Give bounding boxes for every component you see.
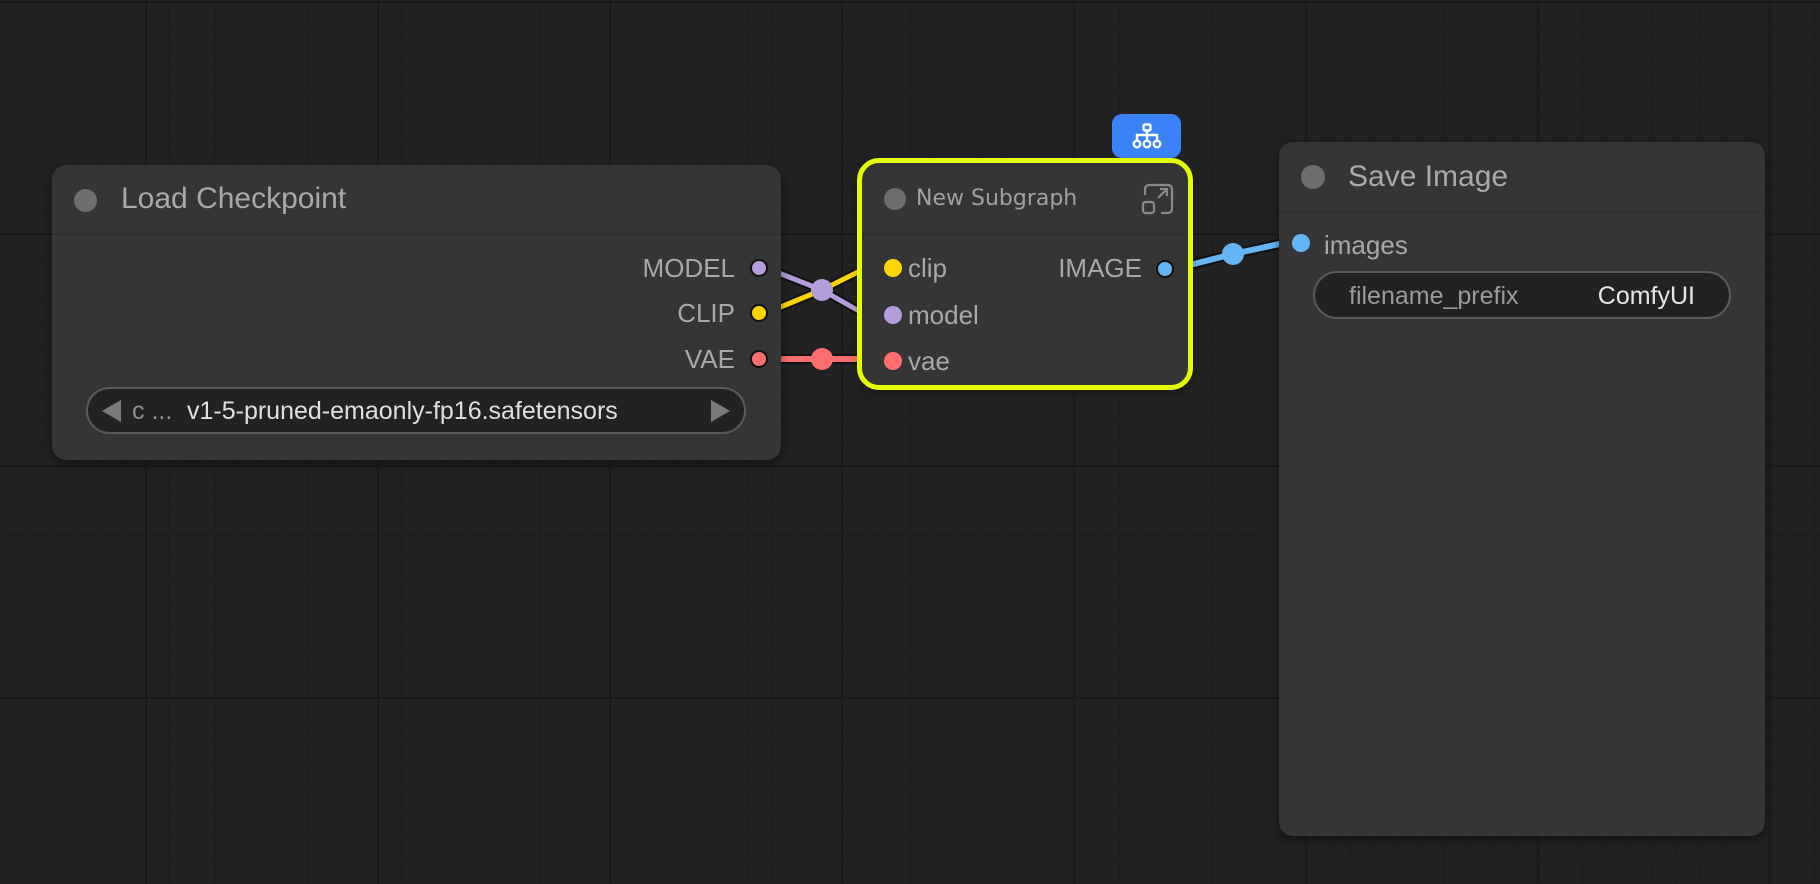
input-slot-vae[interactable] [884,352,902,370]
input-slot-model[interactable] [884,306,902,324]
widget-label: filename_prefix [1349,282,1519,310]
combo-value: v1-5-pruned-emaonly-fp16.safetensors [187,397,618,425]
input-label-vae: vae [908,346,950,376]
link-clip[interactable] [761,263,871,318]
input-label-images: images [1324,230,1408,260]
collapse-dot-icon[interactable] [1301,165,1325,189]
node-header[interactable]: Save Image [1279,142,1765,212]
widget-value: ComfyUI [1597,282,1695,310]
node-load-checkpoint[interactable]: Load Checkpoint MODEL CLIP VAE c ... v1-… [52,165,781,460]
node-new-subgraph[interactable]: New Subgraph clip model vae IMAGE [860,161,1190,387]
combo-label: c ... [132,397,173,425]
node-save-image[interactable]: Save Image images filename_prefix ComfyU… [1279,142,1765,836]
link-midpoint-vae[interactable] [811,348,833,370]
combo-prev-arrow-icon[interactable] [102,400,121,422]
combo-next-arrow-icon[interactable] [711,400,730,422]
node-title: Save Image [1348,160,1509,193]
output-slot-vae[interactable] [750,350,768,368]
collapse-dot-icon[interactable] [74,189,97,212]
input-label-clip: clip [908,253,948,283]
input-label-model: model [908,300,979,330]
node-header[interactable]: Load Checkpoint [52,165,781,235]
subgraph-hierarchy-icon [1132,123,1162,149]
filename-prefix-input[interactable]: filename_prefix ComfyUI [1313,271,1731,319]
collapse-dot-icon[interactable] [884,188,906,210]
subgraph-badge[interactable] [1112,114,1181,158]
output-label-image: IMAGE [1058,253,1142,283]
link-image[interactable] [1188,238,1286,270]
output-slot-model[interactable] [750,259,768,277]
node-title: New Subgraph [916,186,1078,211]
output-label-clip: CLIP [677,298,735,328]
ckpt-name-combo[interactable]: c ... v1-5-pruned-emaonly-fp16.safetenso… [86,387,746,434]
link-midpoint-image[interactable] [1222,243,1244,265]
selection-outline [857,158,1193,390]
output-slot-clip[interactable] [750,304,768,322]
output-label-model: MODEL [642,253,735,283]
output-slot-image[interactable] [1156,260,1174,278]
input-slot-clip[interactable] [884,259,902,277]
link-model[interactable] [761,263,871,320]
output-label-vae: VAE [684,344,735,374]
open-subgraph-icon[interactable] [1141,183,1174,215]
node-header[interactable]: New Subgraph [860,161,1190,235]
input-slot-images[interactable] [1292,234,1310,252]
link-midpoint-model[interactable] [811,279,833,301]
node-title: Load Checkpoint [121,182,347,215]
